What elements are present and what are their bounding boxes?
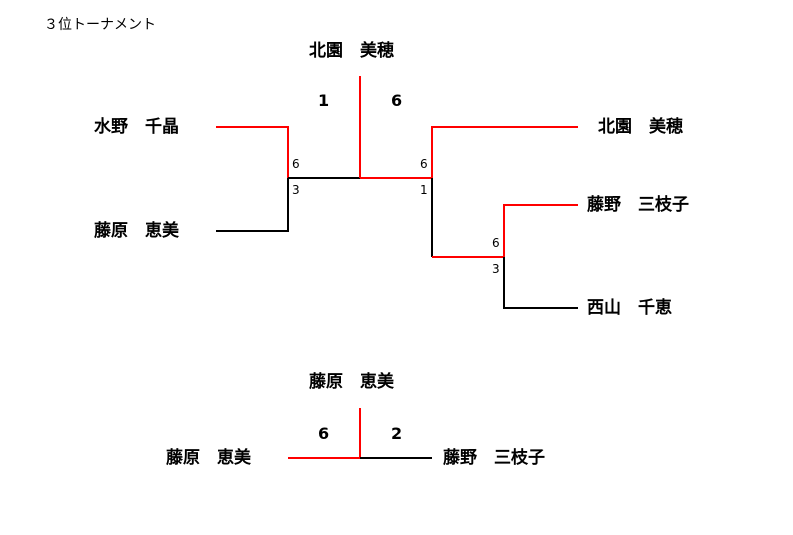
match-score: 6 — [420, 157, 428, 171]
player-name: 藤原 恵美 — [166, 448, 251, 468]
player-name: 水野 千晶 — [94, 117, 179, 137]
match-score: 6 — [492, 236, 500, 250]
player-name: 西山 千恵 — [587, 298, 672, 318]
match-score: 1 — [420, 183, 428, 197]
final-score-left: 1 — [318, 91, 330, 110]
line-p2 — [216, 178, 289, 232]
player-name: 藤原 恵美 — [94, 221, 179, 241]
match-score: 3 — [492, 262, 500, 276]
line-p5 — [503, 257, 578, 309]
player-name: 北園 美穂 — [598, 117, 683, 137]
line-p3 — [431, 126, 578, 178]
match-score: 3 — [292, 183, 300, 197]
page-title: ３位トーナメント — [44, 17, 156, 33]
match-score: 6 — [292, 157, 300, 171]
line-p1 — [216, 126, 289, 178]
champion-name: 北園 美穂 — [309, 41, 394, 61]
third-score-left: 6 — [318, 424, 330, 443]
final-score-right: 6 — [391, 91, 403, 110]
player-name: 藤野 三枝子 — [587, 195, 689, 215]
line-p4 — [503, 204, 578, 257]
player-name: 藤野 三枝子 — [443, 448, 545, 468]
third-score-right: 2 — [391, 424, 403, 443]
third-place-winner: 藤原 恵美 — [309, 372, 394, 392]
